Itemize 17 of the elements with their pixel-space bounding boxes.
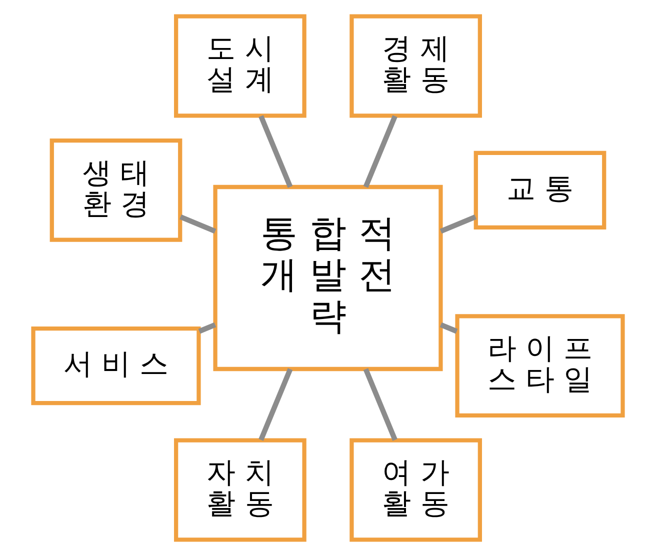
node-box: 통 합 적 개 발 전 략 <box>212 184 442 372</box>
connector <box>179 214 216 234</box>
node-box: 도 시 설 계 <box>174 14 306 118</box>
connector <box>258 368 292 441</box>
node-box: 경 제 활 동 <box>349 14 482 118</box>
connector <box>439 214 476 234</box>
connector <box>258 115 292 188</box>
connector <box>362 368 397 441</box>
connector <box>198 322 216 334</box>
node-box: 라 이 프 스 타 일 <box>454 314 624 418</box>
node-box: 자 치 활 동 <box>174 438 306 542</box>
connector <box>439 322 458 334</box>
node-box: 교 통 <box>473 150 606 230</box>
node-box: 여 가 활 동 <box>349 438 482 542</box>
connector <box>362 115 397 188</box>
node-box: 서 비 스 <box>30 326 200 406</box>
node-box: 생 태 환 경 <box>49 138 182 242</box>
